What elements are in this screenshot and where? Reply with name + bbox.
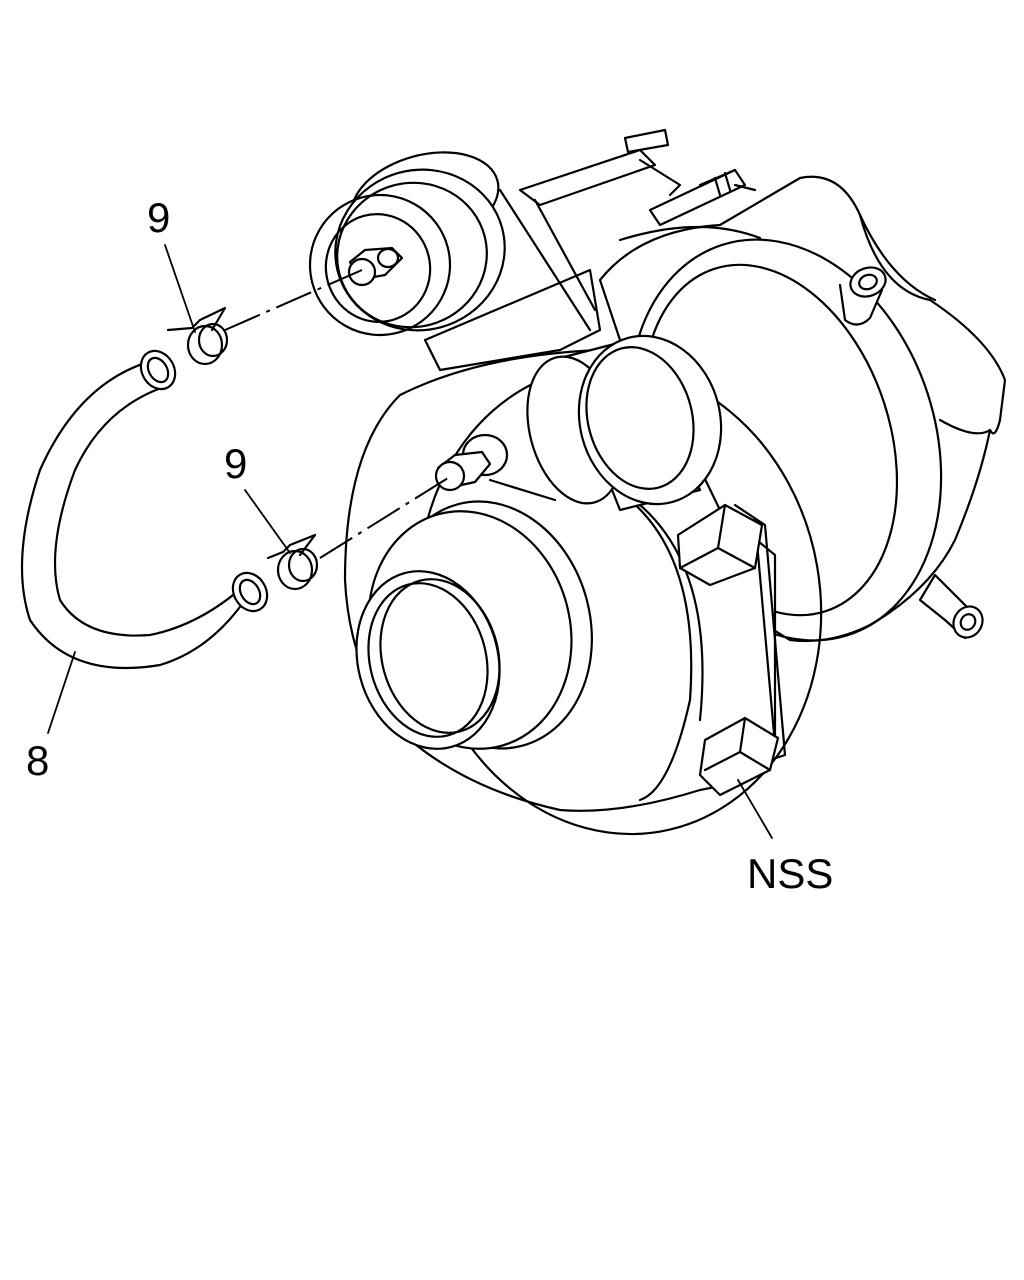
callout-9-upper: 9 [147, 194, 170, 241]
leader-nss [737, 779, 773, 839]
centerline-lower [319, 477, 449, 559]
callout-8: 8 [26, 737, 49, 784]
callout-nss: NSS [747, 850, 833, 897]
callout-9-lower: 9 [224, 440, 247, 487]
leader-9-lower [244, 489, 291, 554]
hose [20, 349, 269, 670]
clamp-upper [166, 306, 229, 366]
compressor-housing [343, 334, 823, 836]
leader-9-upper [164, 244, 196, 333]
centerline-upper [224, 269, 363, 331]
actuator [308, 151, 602, 372]
clamp-lower [266, 533, 319, 591]
leader-8 [47, 651, 76, 734]
